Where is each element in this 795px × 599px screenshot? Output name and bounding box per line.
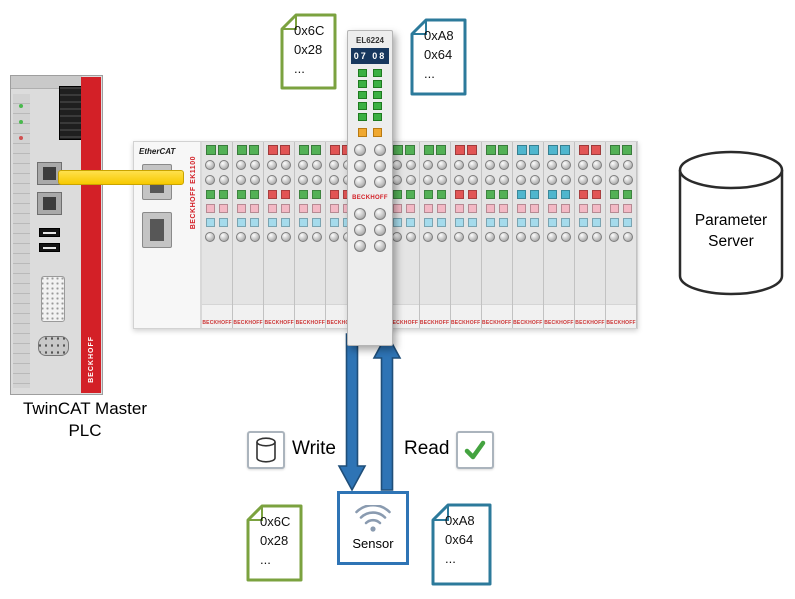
io-terminal-module: BECKHOFF	[419, 142, 451, 328]
read-arrow	[372, 332, 402, 491]
doc-line: 0x64	[445, 531, 474, 547]
plc-usb-port-2	[39, 243, 60, 252]
plc-brand-label: BECKHOFF	[87, 336, 95, 383]
doc-line: ...	[294, 60, 305, 76]
io-terminal-module: BECKHOFF	[512, 142, 544, 328]
document-shape	[280, 13, 337, 90]
plc-serial-port	[38, 336, 69, 356]
io-terminal-module: BECKHOFF	[295, 142, 327, 328]
plc-status-led	[19, 136, 23, 140]
read-label: Read	[404, 438, 450, 459]
plc-caption: TwinCAT Master PLC	[22, 399, 148, 441]
doc-text: 0x6C 0x28 ...	[260, 513, 290, 570]
readwrite-arrows	[337, 332, 402, 492]
plc-status-led	[19, 104, 23, 108]
el6224-channel-display: 07 08	[351, 48, 389, 64]
plc-device: BECKHOFF	[10, 75, 103, 395]
doc-line: 0x6C	[260, 514, 291, 529]
plc-status-led	[19, 120, 23, 124]
doc-line: 0x28	[294, 41, 323, 57]
doc-line: 0x64	[424, 46, 453, 62]
doc-text: 0xA8 0x64 ...	[424, 27, 454, 84]
param-doc-bottom-left: 0x6C 0x28 ...	[246, 504, 303, 582]
write-arrow	[337, 333, 367, 492]
el6224-led-grid	[358, 69, 382, 121]
io-terminal-module: BECKHOFF	[264, 142, 296, 328]
io-terminal-module: BECKHOFF	[233, 142, 265, 328]
plc-dvi-port	[41, 276, 65, 322]
plc-usb-port-1	[39, 228, 60, 237]
database-cylinder-icon	[678, 150, 784, 296]
io-terminal-module: BECKHOFF	[543, 142, 575, 328]
param-doc-top-right: 0xA8 0x64 ...	[410, 18, 467, 96]
io-terminal-module: BECKHOFF	[574, 142, 607, 328]
doc-line: ...	[424, 65, 435, 81]
plc-top-cap	[11, 76, 82, 89]
coupler-ethernet-port-2	[142, 212, 172, 248]
database-mini-icon	[256, 437, 276, 463]
read-check-icon	[456, 431, 494, 469]
doc-text: 0xA8 0x64 ...	[445, 512, 475, 569]
doc-line: 0xA8	[424, 28, 454, 43]
el6224-io-leds	[358, 128, 382, 137]
param-doc-top-left: 0x6C 0x28 ...	[280, 13, 337, 90]
doc-line: 0xA8	[445, 513, 475, 528]
io-terminal-module: BECKHOFF	[388, 142, 420, 328]
io-terminal-module: BECKHOFF	[481, 142, 513, 328]
io-terminal-module: BECKHOFF	[450, 142, 482, 328]
doc-line: ...	[445, 550, 456, 566]
el6224-label: EL6224	[355, 36, 385, 45]
doc-line: 0x28	[260, 532, 289, 548]
plc-brand-stripe: BECKHOFF	[81, 77, 101, 393]
write-database-icon	[247, 431, 285, 469]
write-label: Write	[292, 438, 336, 459]
io-terminal-module: BECKHOFF	[606, 142, 638, 328]
checkmark-icon	[464, 440, 486, 460]
document-shape	[410, 18, 467, 96]
el6224-brand-label: BECKHOFF	[352, 195, 388, 201]
coupler-brand-label: BECKHOFF EK1100	[190, 156, 197, 230]
io-terminal-module: BECKHOFF	[202, 142, 234, 328]
el6224-module: EL6224 07 08 BECKHOFF	[347, 30, 393, 346]
ethernet-cable	[58, 170, 184, 185]
el6224-contacts-top	[354, 144, 386, 188]
parameter-server: Parameter Server	[676, 148, 786, 300]
parameter-server-label: Parameter Server	[694, 211, 768, 250]
document-shape	[431, 503, 492, 586]
ethercat-logo: EtherCAT	[139, 147, 176, 156]
plc-terminal-connector	[59, 86, 85, 140]
doc-line: ...	[260, 551, 271, 567]
param-doc-bottom-right: 0xA8 0x64 ...	[431, 503, 492, 586]
doc-text: 0x6C 0x28 ...	[294, 22, 324, 79]
plc-ethernet-port-2	[37, 192, 62, 215]
doc-line: 0x6C	[294, 23, 325, 38]
el6224-contacts-bottom	[354, 208, 386, 252]
sensor-box: Sensor	[337, 491, 409, 565]
wireless-icon	[355, 505, 391, 532]
document-shape	[246, 504, 303, 582]
sensor-label: Sensor	[352, 536, 394, 551]
plc-led-panel	[13, 94, 30, 388]
